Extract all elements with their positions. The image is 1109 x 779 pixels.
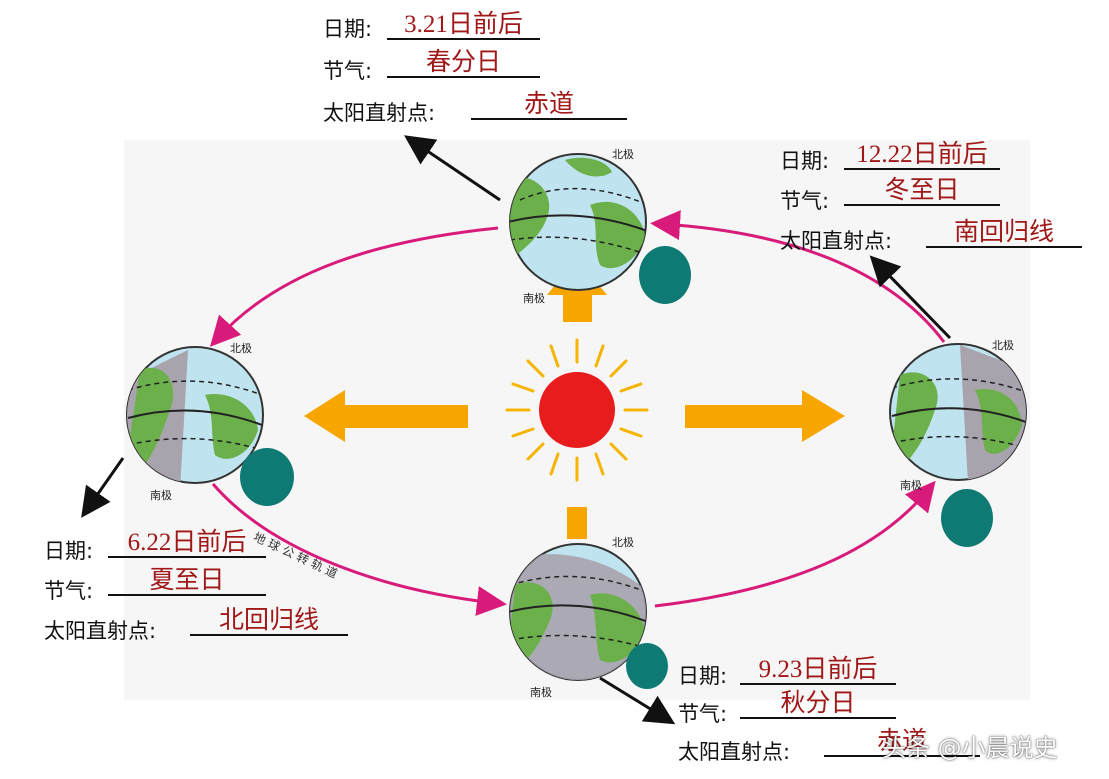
earth-globe-top [509, 153, 647, 291]
north-pole-label: 北极 [230, 342, 252, 355]
direct-point-label: 太阳直射点: [678, 740, 791, 764]
term-label: 节气: [323, 59, 373, 83]
date-value: 3.21日前后 [387, 12, 540, 40]
info-block-spring: 日期: 3.21日前后 节气: 春分日 太阳直射点: 赤道 [323, 12, 627, 128]
term-label: 节气: [44, 579, 94, 603]
pointer-arrows [81, 135, 952, 725]
direct-point-value: 南回归线 [926, 220, 1082, 248]
earth-globe-bottom [509, 543, 647, 681]
term-value: 春分日 [387, 50, 540, 78]
direct-point-value: 赤道 [824, 729, 980, 757]
south-pole-label: 南极 [150, 489, 172, 502]
info-block-winter: 日期: 12.22日前后 节气: 冬至日 太阳直射点: 南回归线 [780, 142, 1082, 258]
term-value: 冬至日 [844, 178, 1000, 206]
term-label: 节气: [678, 702, 728, 726]
direct-point-label: 太阳直射点: [323, 101, 436, 125]
date-value: 12.22日前后 [844, 142, 1000, 170]
north-pole-label: 北极 [992, 339, 1014, 352]
south-pole-label: 南极 [530, 686, 552, 699]
earth-globe-left [126, 346, 264, 484]
date-label: 日期: [44, 539, 94, 563]
earth-globe-right [889, 343, 1027, 481]
orbit-path [209, 210, 946, 616]
term-value: 夏至日 [108, 568, 266, 596]
date-label: 日期: [323, 17, 373, 41]
direct-point-value: 赤道 [471, 92, 627, 120]
south-pole-label: 南极 [900, 479, 922, 492]
north-pole-label: 北极 [612, 536, 634, 549]
term-label: 节气: [780, 189, 830, 213]
info-block-summer: 日期: 6.22日前后 节气: 夏至日 太阳直射点: 北回归线 [44, 530, 348, 646]
north-pole-label: 北极 [612, 148, 634, 161]
direct-point-label: 太阳直射点: [780, 229, 893, 253]
date-label: 日期: [780, 149, 830, 173]
moons [240, 246, 993, 689]
date-value: 6.22日前后 [108, 530, 266, 558]
date-label: 日期: [678, 664, 728, 688]
south-pole-label: 南极 [523, 292, 545, 305]
direct-point-label: 太阳直射点: [44, 619, 157, 643]
term-value: 秋分日 [740, 691, 896, 719]
direct-point-value: 北回归线 [190, 608, 348, 636]
date-value: 9.23日前后 [740, 657, 896, 685]
info-block-autumn: 日期: 9.23日前后 节气: 秋分日 太阳直射点: 赤道 [678, 657, 980, 773]
sun [505, 338, 649, 482]
watermark: 头条 @小晨说史 [882, 734, 1058, 762]
